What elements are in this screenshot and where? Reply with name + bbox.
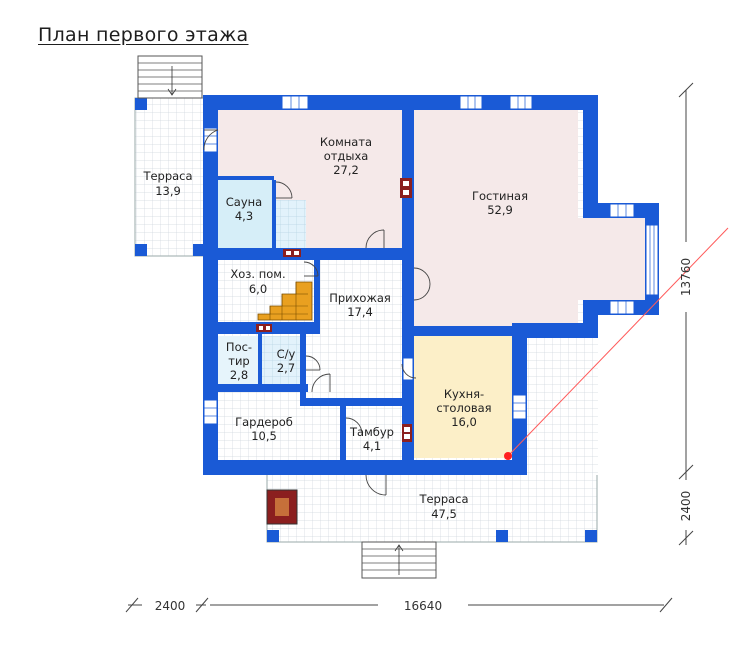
room-hall-name: Прихожая [329,291,391,305]
window-lines [204,96,655,417]
room-laundry-area: 2,8 [230,368,248,382]
room-laundry-name-2: тир [228,354,249,368]
dimension-lines [125,82,694,613]
dimension-right-total: 13760 [679,258,693,296]
room-laundry-name-1: Пос- [226,340,252,354]
accent-line [504,227,729,460]
room-terrace-front-area: 47,5 [431,507,457,521]
room-sauna-area: 4,3 [235,209,253,223]
room-hall-area: 17,4 [347,305,373,319]
room-wardrobe-name: Гардероб [235,415,293,429]
room-labels: Терраса 13,9 Комната отдыха 27,2 Сауна 4… [142,135,528,521]
windows [203,95,659,425]
room-terrace-front-name: Терраса [418,492,468,506]
room-kitchen-name-2: столовая [436,401,491,415]
terrace-left-steps [137,55,203,99]
interior-floors [203,95,646,475]
room-vestibule-name: Тамбур [349,425,394,439]
dimension-right-bottom: 2400 [679,491,693,522]
room-kitchen-name-1: Кухня- [444,387,484,401]
room-living-name: Гостиная [472,189,528,203]
terrace-fireplace [266,489,298,525]
room-rest-area: 27,2 [333,163,359,177]
doors [203,129,431,496]
staircase [257,281,313,321]
room-wardrobe-area: 10,5 [251,429,277,443]
room-wc-area: 2,7 [277,361,295,375]
dimension-bottom-left: 2400 [155,599,186,613]
room-living-area: 52,9 [487,203,513,217]
room-terrace-left-name: Терраса [142,169,192,183]
terrace-front-steps [361,541,437,579]
dimension-labels: 2400 16640 13760 2400 [155,258,693,613]
room-rest-name-2: отдыха [324,149,369,163]
room-vestibule-area: 4,1 [363,439,381,453]
room-storage-name: Хоз. пом. [230,267,285,281]
room-storage-area: 6,0 [249,282,267,296]
room-wc-name: С/у [277,347,296,361]
dimension-bottom-total: 16640 [404,599,442,613]
room-rest-name-1: Комната [320,135,372,149]
room-kitchen-area: 16,0 [451,415,477,429]
terrace-left [134,55,206,257]
room-sauna-name: Сауна [226,195,262,209]
room-terrace-left-area: 13,9 [155,184,181,198]
page-title: План первого этажа [38,24,249,46]
